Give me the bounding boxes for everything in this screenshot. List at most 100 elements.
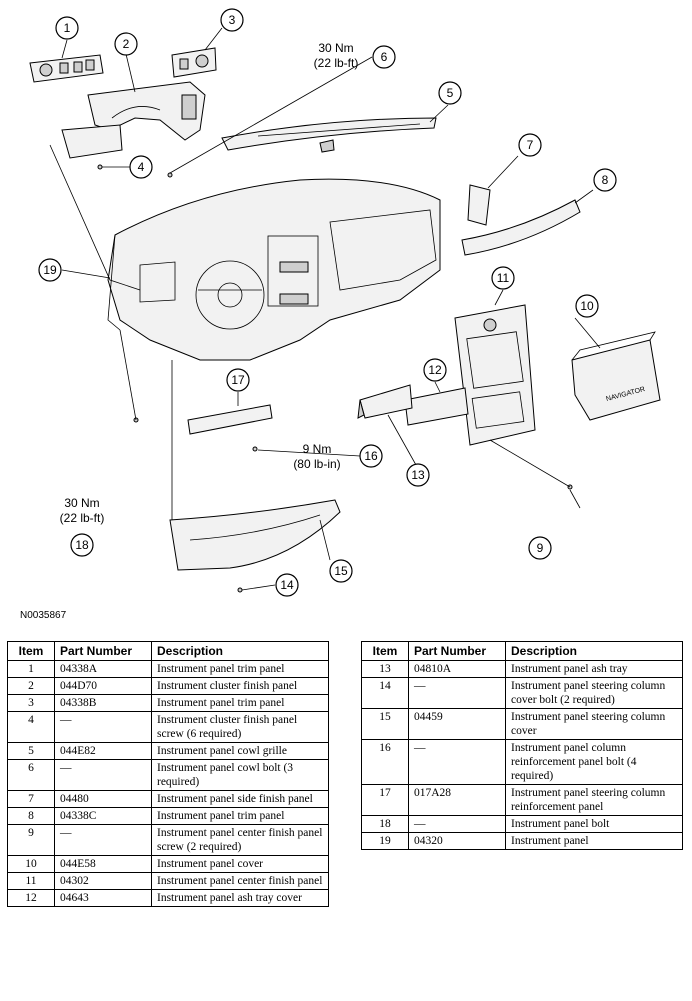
cell-description: Instrument cluster finish panel screw (6… xyxy=(151,711,329,743)
table-header-row: Item Part Number Description xyxy=(361,641,683,661)
table-header-row: Item Part Number Description xyxy=(7,641,329,661)
cell-part-number: 044D70 xyxy=(54,677,152,695)
cell-description: Instrument panel cover xyxy=(151,855,329,873)
callout-6-label: 6 xyxy=(381,50,388,64)
cell-part-number: 017A28 xyxy=(408,784,506,816)
cell-description: Instrument panel center finish panel xyxy=(151,872,329,890)
callout-13: 13 xyxy=(406,463,430,487)
header-description: Description xyxy=(151,641,329,661)
part-19-instrument-panel xyxy=(107,178,441,361)
cell-item: 17 xyxy=(361,784,409,816)
exploded-parts-diagram: NAVIGATOR xyxy=(29,8,661,597)
cell-description: Instrument cluster finish panel xyxy=(151,677,329,695)
part-3-trim-panel xyxy=(171,47,217,78)
cell-item: 9 xyxy=(7,824,55,856)
table-row: 6—Instrument panel cowl bolt (3 required… xyxy=(7,759,329,791)
part-13-ash-tray xyxy=(357,384,413,419)
header-part-number: Part Number xyxy=(54,641,152,661)
cell-part-number: 04338A xyxy=(54,660,152,678)
cell-description: Instrument panel xyxy=(505,832,683,850)
cell-item: 5 xyxy=(7,742,55,760)
torque-16-nm: 9 Nm xyxy=(303,442,332,456)
cell-item: 6 xyxy=(7,759,55,791)
cell-part-number: — xyxy=(408,739,506,785)
cell-item: 3 xyxy=(7,694,55,712)
callout-15: 15 xyxy=(329,559,353,583)
torque-spec-6: 30 Nm (22 lb-ft) xyxy=(314,41,359,70)
header-item: Item xyxy=(7,641,55,661)
cell-description: Instrument panel cowl bolt (3 required) xyxy=(151,759,329,791)
callout-12-label: 12 xyxy=(428,363,442,377)
cell-description: Instrument panel ash tray cover xyxy=(151,889,329,907)
part-10-panel-cover: NAVIGATOR xyxy=(571,331,661,421)
torque-spec-18: 30 Nm (22 lb-ft) xyxy=(60,496,105,525)
part-8-trim-panel xyxy=(461,199,581,256)
cell-part-number: 04320 xyxy=(408,832,506,850)
cell-description: Instrument panel cowl grille xyxy=(151,742,329,760)
figure-id: N0035867 xyxy=(20,610,67,621)
callout-1-label: 1 xyxy=(64,21,71,35)
table-row: 4—Instrument cluster finish panel screw … xyxy=(7,711,329,743)
callout-17: 17 xyxy=(226,368,250,392)
table-row: 16—Instrument panel column reinforcement… xyxy=(361,739,683,785)
cell-part-number: 04459 xyxy=(408,708,506,740)
callout-4: 4 xyxy=(129,155,153,179)
callout-7: 7 xyxy=(518,133,542,157)
part-1-trim-panel xyxy=(29,54,104,83)
callout-5-label: 5 xyxy=(447,86,454,100)
callout-13-label: 13 xyxy=(411,468,425,482)
callout-11-label: 11 xyxy=(497,271,510,285)
callout-17-label: 17 xyxy=(231,373,245,387)
callout-19: 19 xyxy=(38,258,62,282)
cell-item: 14 xyxy=(361,677,409,709)
cell-part-number: 04480 xyxy=(54,790,152,808)
torque-18-lbft: (22 lb-ft) xyxy=(60,511,105,525)
callout-16-label: 16 xyxy=(364,449,378,463)
cell-part-number: 04810A xyxy=(408,660,506,678)
cell-item: 8 xyxy=(7,807,55,825)
callout-4-label: 4 xyxy=(138,160,145,174)
cell-item: 2 xyxy=(7,677,55,695)
callout-10: 10 xyxy=(575,294,599,318)
cell-item: 15 xyxy=(361,708,409,740)
callout-15-label: 15 xyxy=(334,564,348,578)
header-part-number: Part Number xyxy=(408,641,506,661)
cell-item: 18 xyxy=(361,815,409,833)
cell-part-number: 04643 xyxy=(54,889,152,907)
cell-part-number: 04338C xyxy=(54,807,152,825)
part-11-center-finish-panel xyxy=(454,304,536,446)
cell-item: 12 xyxy=(7,889,55,907)
table-row: 9—Instrument panel center finish panel s… xyxy=(7,824,329,856)
cell-description: Instrument panel side finish panel xyxy=(151,790,329,808)
cell-part-number: 04338B xyxy=(54,694,152,712)
bolt-6-icon xyxy=(167,172,173,178)
cell-description: Instrument panel ash tray xyxy=(505,660,683,678)
cell-description: Instrument panel bolt xyxy=(505,815,683,833)
cell-part-number: 04302 xyxy=(54,872,152,890)
callout-14-label: 14 xyxy=(280,578,294,592)
part-15-steering-column-cover xyxy=(169,499,341,593)
cell-part-number: — xyxy=(54,759,152,791)
cell-item: 7 xyxy=(7,790,55,808)
part-17-reinforcement-panel xyxy=(187,404,273,452)
torque-18-nm: 30 Nm xyxy=(64,496,99,510)
cell-item: 10 xyxy=(7,855,55,873)
torque-spec-16: 9 Nm (80 lb-in) xyxy=(293,442,340,471)
cell-item: 1 xyxy=(7,660,55,678)
cell-part-number: 044E58 xyxy=(54,855,152,873)
callout-2: 2 xyxy=(114,32,138,56)
callout-6: 6 xyxy=(372,45,396,69)
cell-item: 19 xyxy=(361,832,409,850)
